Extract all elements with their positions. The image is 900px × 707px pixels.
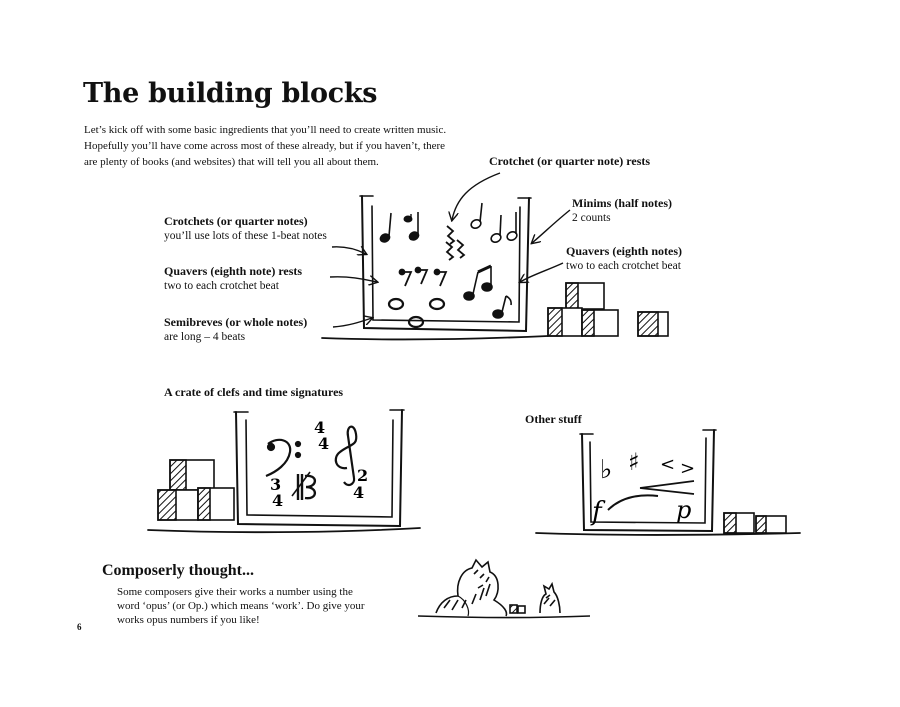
label-crotchet-rests: Crotchet (or quarter note) rests [489,154,650,169]
label-heading: Quavers (eighth note) rests [164,264,303,278]
svg-text:4: 4 [314,418,325,437]
composerly-heading: Composerly thought... [102,562,255,579]
svg-text:4: 4 [318,434,329,453]
label-other-stuff: Other stuff [525,412,582,427]
minim-note-icon [470,202,518,243]
flat-icon: ♭ [600,455,612,485]
piano-icon: p [676,496,691,524]
crotchet-rest-icon [445,225,466,261]
label-minims: Minims (half notes) 2 counts [572,196,672,226]
svg-text:3: 3 [270,475,281,494]
label-crotchets: Crotchets (or quarter notes) you’ll use … [164,214,327,244]
accent-icon: < [660,454,675,475]
label-heading: Quavers (eighth notes) [566,244,682,258]
alto-clef-icon [291,471,317,500]
label-heading: A crate of clefs and time signatures [164,385,344,399]
page-title: The building blocks [83,78,378,109]
quaver-rest-icon [398,266,448,287]
svg-text:4: 4 [353,483,364,502]
label-sub: 2 counts [572,212,611,224]
page-number: 6 [77,622,82,632]
semibreve-note-icon [387,297,446,329]
marcato-icon: > [680,458,695,479]
composerly-line: Some composers give their works a number… [117,586,353,598]
label-quaver-rests: Quavers (eighth note) rests two to each … [164,264,302,294]
label-sub: you’ll use lots of these 1-beat notes [164,230,327,242]
svg-text:2: 2 [357,466,368,485]
intro-line: are plenty of books (and websites) that … [84,156,379,168]
sharp-icon: ♯ [628,448,640,476]
time-signature-3-4: 3 4 [270,475,283,510]
hairpin-icon [607,480,695,511]
label-clefs-crate: A crate of clefs and time signatures [164,385,343,400]
label-heading: Crotchet (or quarter note) rests [489,154,651,168]
svg-text:4: 4 [272,491,283,510]
label-heading: Minims (half notes) [572,196,672,210]
crotchet-note-icon [379,212,420,243]
label-heading: Other stuff [525,412,582,426]
label-quavers: Quavers (eighth notes) two to each crotc… [566,244,682,274]
arrows [329,172,571,328]
treble-clef-icon [334,425,358,487]
intro-line: Let’s kick off with some basic ingredien… [84,124,447,136]
composerly-line: works opus numbers if you like! [117,614,260,626]
cat-and-mouse-illustration [417,558,591,619]
label-semibreves: Semibreves (or whole notes) are long – 4… [164,315,307,345]
clefs-crate [147,409,421,534]
musical-symbols: ♭ ♯ < > f p [590,448,695,527]
blocks-small [723,512,787,534]
bass-clef-icon [265,438,302,478]
composerly-body: Some composers give their works a number… [117,585,417,627]
quaver-note-icon [463,264,512,319]
label-heading: Crotchets (or quarter notes) [164,214,308,228]
label-heading: Semibreves (or whole notes) [164,315,308,329]
time-signature-2-4: 2 4 [353,466,368,502]
notes-crate [321,195,549,341]
composerly-line: word ‘opus’ (or Op.) which means ‘work’.… [117,600,365,612]
label-sub: two to each crotchet beat [164,280,279,292]
time-signature-4-4: 4 4 [314,418,329,453]
blocks-left [157,459,235,521]
blocks-right [547,282,669,337]
intro-paragraph: Let’s kick off with some basic ingredien… [84,122,484,170]
label-sub: are long – 4 beats [164,331,246,343]
intro-line: Hopefully you’ll have come across most o… [84,140,446,152]
label-sub: two to each crotchet beat [566,260,681,272]
